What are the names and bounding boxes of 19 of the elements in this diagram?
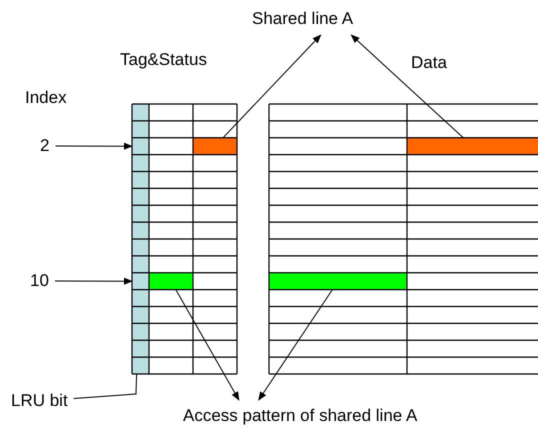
callout-text: Shared line A: [252, 9, 354, 29]
callout-text: Access pattern of shared line A: [183, 406, 418, 426]
column-heading: Data: [411, 53, 447, 73]
arrow: [55, 142, 133, 150]
arrow: [54, 278, 133, 285]
highlighted-cell: [269, 272, 407, 290]
column-heading: Index: [25, 88, 67, 108]
arrow: [222, 34, 322, 138]
arrow: [350, 34, 464, 138]
leader-line: [73, 374, 138, 399]
highlighted-cell: [149, 272, 193, 290]
index-number: 2: [40, 136, 50, 156]
callout-text: LRU bit: [11, 391, 68, 411]
arrow: [175, 289, 240, 401]
column-heading: Tag&Status: [120, 50, 207, 70]
index-number: 10: [30, 271, 49, 291]
arrow: [258, 289, 333, 401]
highlighted-cell: [193, 138, 237, 155]
highlighted-cell: [407, 138, 538, 155]
